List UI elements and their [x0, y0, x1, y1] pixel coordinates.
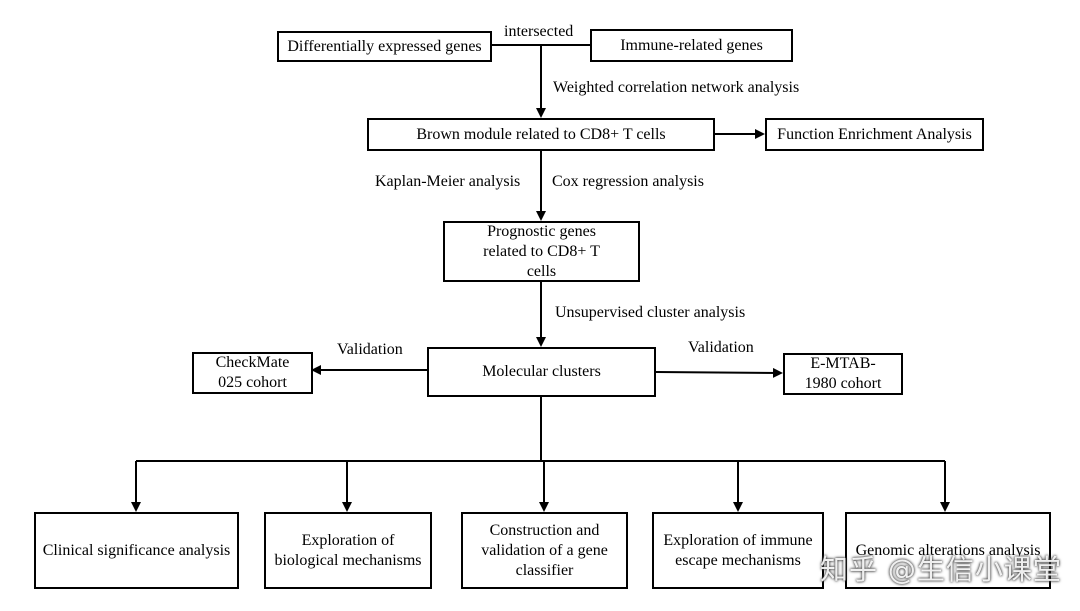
node-genomic-alterations: Genomic alterations analysis	[845, 512, 1051, 589]
label-cox-regression: Cox regression analysis	[552, 173, 704, 190]
label-unsupervised-cluster: Unsupervised cluster analysis	[555, 304, 746, 321]
node-immune-escape: Exploration of immune escape mechanisms	[652, 512, 824, 589]
node-biological-mechanisms: Exploration of biological mechanisms	[264, 512, 432, 589]
node-gene-classifier: Construction and validation of a gene cl…	[461, 512, 628, 589]
node-molecular-clusters: Molecular clusters	[427, 347, 656, 397]
label-validation-right: Validation	[688, 339, 754, 356]
node-checkmate-cohort: CheckMate 025 cohort	[192, 352, 313, 394]
node-prognostic-genes: Prognostic genes related to CD8+ T cells	[443, 221, 640, 282]
node-emtab-cohort: E-MTAB-1980 cohort	[783, 353, 903, 395]
node-differentially-expressed-genes: Differentially expressed genes	[277, 31, 492, 62]
label-kaplan-meier: Kaplan-Meier analysis	[375, 173, 521, 190]
arrow-clusters-to-emtab	[655, 367, 783, 378]
label-validation-left: Validation	[337, 341, 403, 358]
node-immune-related-genes: Immune-related genes	[590, 29, 793, 62]
label-wgcna: Weighted correlation network analysis	[553, 79, 800, 96]
node-function-enrichment: Function Enrichment Analysis	[765, 118, 984, 151]
node-clinical-significance: Clinical significance analysis	[34, 512, 239, 589]
node-brown-module: Brown module related to CD8+ T cells	[367, 118, 715, 151]
label-intersected: intersected	[504, 23, 574, 40]
